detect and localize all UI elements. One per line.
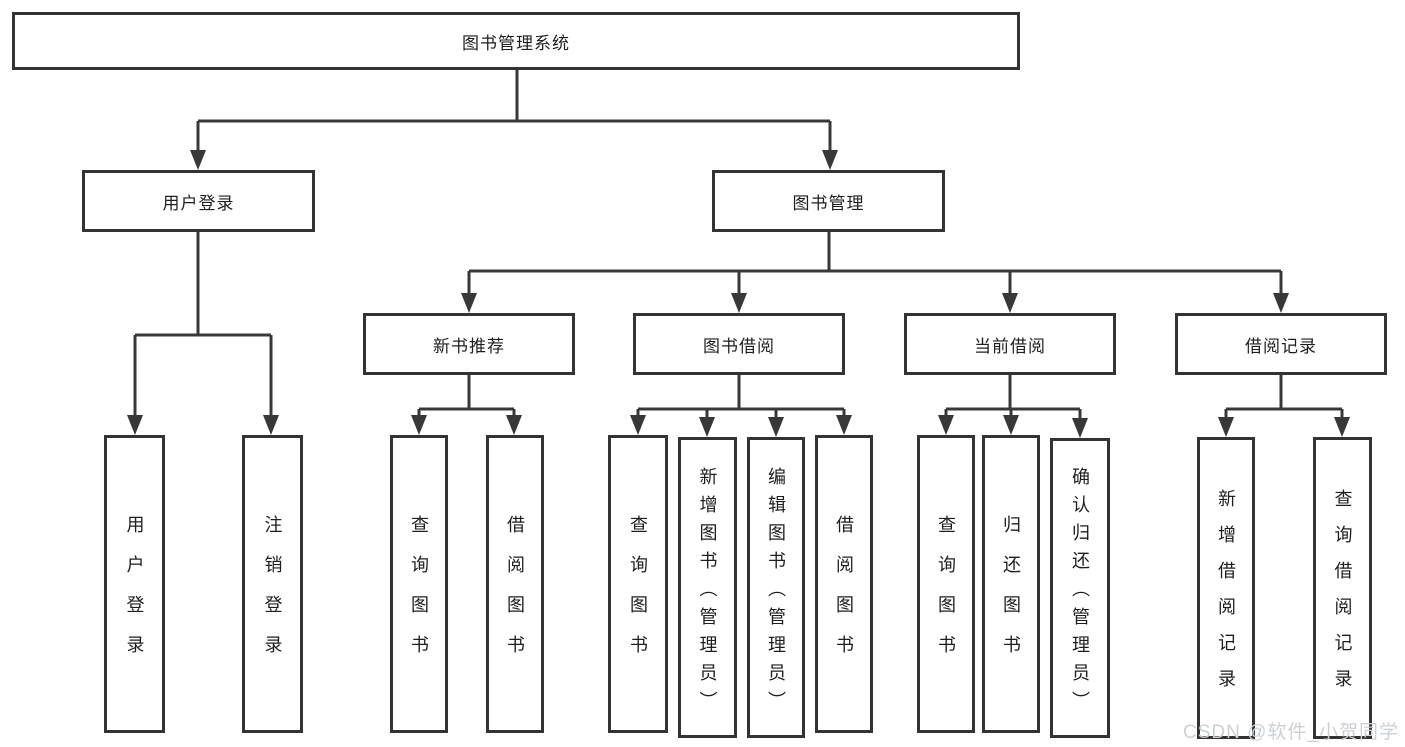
leaf-label: 确认归还（管理员） xyxy=(1070,467,1090,719)
leaf-label: 编辑图书（管理员） xyxy=(766,466,786,719)
leaf-label: 查询图书 xyxy=(628,515,648,675)
node-user-login: 用户登录 xyxy=(82,170,315,232)
node-book-management: 图书管理 xyxy=(712,170,945,232)
leaf-query-books-borrowing: 查询图书 xyxy=(608,435,668,733)
leaf-label: 查询借阅记录 xyxy=(1332,489,1353,705)
node-new-book-recommend: 新书推荐 xyxy=(363,313,575,375)
leaf-logout: 注销登录 xyxy=(242,435,303,733)
leaf-label: 借阅图书 xyxy=(834,515,854,675)
node-book-borrowing: 图书借阅 xyxy=(633,313,845,375)
node-label: 新书推荐 xyxy=(433,336,505,356)
node-library-management-system: 图书管理系统 xyxy=(12,12,1020,70)
leaf-borrow-books-borrowing: 借阅图书 xyxy=(815,435,873,733)
leaf-add-borrow-record: 新增借阅记录 xyxy=(1197,437,1255,739)
leaf-label: 注销登录 xyxy=(262,515,283,675)
node-label: 图书管理系统 xyxy=(462,33,570,53)
leaf-add-book-admin: 新增图书（管理员） xyxy=(678,437,737,738)
leaf-edit-book-admin: 编辑图书（管理员） xyxy=(747,437,805,738)
leaf-label: 借阅图书 xyxy=(505,515,525,675)
leaf-label: 查询图书 xyxy=(936,515,956,675)
leaf-query-books-current: 查询图书 xyxy=(917,435,975,733)
node-label: 用户登录 xyxy=(162,193,235,213)
arrowheads xyxy=(127,150,1350,438)
node-label: 图书管理 xyxy=(792,193,865,213)
node-label: 借阅记录 xyxy=(1245,336,1317,356)
leaf-label: 新增借阅记录 xyxy=(1216,489,1236,705)
leaf-return-book: 归还图书 xyxy=(982,435,1040,733)
node-label: 当前借阅 xyxy=(974,336,1046,356)
node-borrowing-records: 借阅记录 xyxy=(1175,313,1387,375)
leaf-borrow-books-recommend: 借阅图书 xyxy=(486,435,544,733)
leaf-label: 归还图书 xyxy=(1001,515,1021,675)
node-current-borrowing: 当前借阅 xyxy=(904,313,1116,375)
leaf-label: 新增图书（管理员） xyxy=(697,466,718,719)
leaf-user-login: 用户登录 xyxy=(104,435,165,733)
leaf-query-borrow-record: 查询借阅记录 xyxy=(1313,437,1372,739)
leaf-confirm-return-admin: 确认归还（管理员） xyxy=(1050,438,1110,738)
node-label: 图书借阅 xyxy=(703,336,775,356)
leaf-label: 用户登录 xyxy=(124,515,145,675)
connector-segments xyxy=(133,70,1344,421)
watermark: CSDN @软件_小贺同学 xyxy=(1183,722,1399,743)
leaf-label: 查询图书 xyxy=(409,515,429,675)
leaf-query-books-recommend: 查询图书 xyxy=(390,435,448,733)
